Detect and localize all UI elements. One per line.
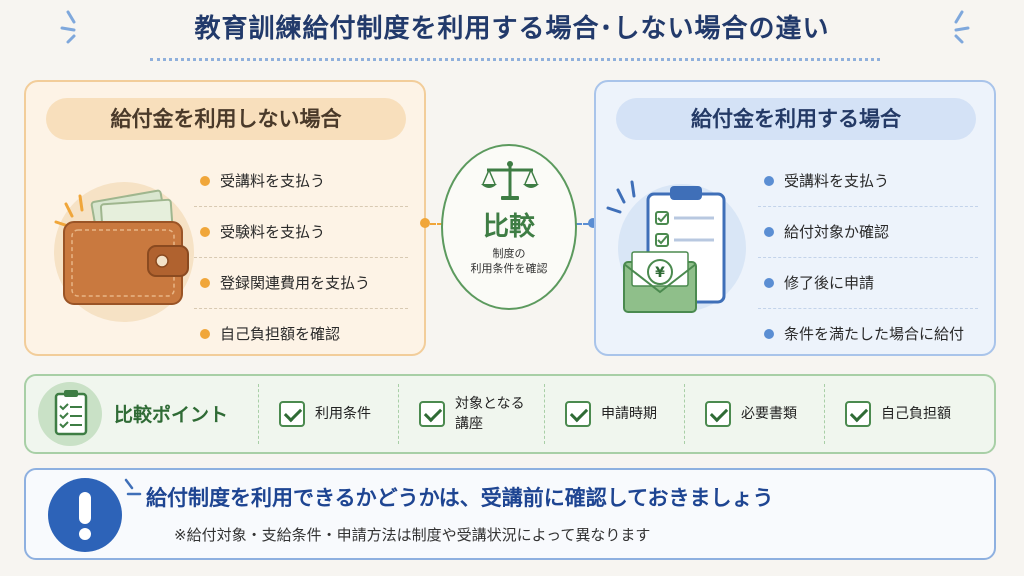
bullet-dot (764, 176, 774, 186)
with-benefit-panel: 給付金を利用する場合 ¥ 受講料を支払う 給付対象か確認 修了後に申請 条件を満… (594, 80, 996, 356)
list-item-label: 受講料を支払う (220, 172, 326, 190)
list-item: 受講料を支払う (194, 156, 408, 207)
list-item: 条件を満たした場合に給付 (758, 309, 978, 360)
point-label: 自己負担額 (881, 384, 951, 444)
list-item-label: 給付対象か確認 (784, 223, 890, 241)
bullet-dot (764, 329, 774, 339)
left-connector (423, 223, 443, 225)
with-benefit-header: 給付金を利用する場合 (616, 98, 976, 140)
check-icon (279, 401, 305, 427)
check-icon (845, 401, 871, 427)
compare-subtitle: 制度の 利用条件を確認 (443, 246, 575, 276)
no-benefit-list: 受講料を支払う 受験料を支払う 登録関連費用を支払う 自己負担額を確認 (194, 156, 408, 360)
compare-subtitle-line1: 制度の (492, 247, 526, 260)
point-label-line1: 申請時期 (601, 406, 657, 422)
list-item: 登録関連費用を支払う (194, 258, 408, 309)
sparkle-left-icon (60, 10, 76, 44)
list-item-label: 受講料を支払う (784, 172, 890, 190)
point-item-timing: 申請時期 (544, 384, 684, 444)
list-item: 給付対象か確認 (758, 207, 978, 258)
point-label-line1: 自己負担額 (881, 406, 951, 422)
point-label-line1: 対象となる (455, 396, 525, 412)
point-label: 対象となる講座 (455, 384, 525, 444)
title-divider (150, 58, 880, 61)
compare-subtitle-line2: 利用条件を確認 (470, 262, 548, 275)
bullet-dot (200, 329, 210, 339)
list-item-label: 受験料を支払う (220, 223, 326, 241)
check-icon (705, 401, 731, 427)
note-main-text: 給付制度を利用できるかどうかは、受講前に確認しておきましょう (146, 486, 774, 510)
right-connector-dot (588, 218, 598, 228)
bullet-dot (764, 278, 774, 288)
left-connector-dot (420, 218, 430, 228)
bullet-dot (200, 227, 210, 237)
point-label: 利用条件 (315, 384, 371, 444)
point-item-courses: 対象となる講座 (398, 384, 544, 444)
list-item: 修了後に申請 (758, 258, 978, 309)
list-item-label: 修了後に申請 (784, 274, 875, 292)
point-label-line2: 講座 (455, 416, 483, 432)
comparison-points-bar: 比較ポイント 利用条件 対象となる講座 申請時期 必要書類 自己負担額 (24, 374, 996, 454)
compare-badge: 比較 制度の 利用条件を確認 (441, 144, 577, 310)
bullet-dot (764, 227, 774, 237)
point-item-documents: 必要書類 (684, 384, 824, 444)
list-item: 受験料を支払う (194, 207, 408, 258)
wallet-icon (54, 182, 194, 322)
point-item-self-pay: 自己負担額 (824, 384, 992, 444)
list-item-label: 登録関連費用を支払う (220, 274, 371, 292)
check-icon (565, 401, 591, 427)
exclamation-icon (48, 478, 122, 552)
emphasis-lines-icon (124, 478, 142, 496)
page-title: 教育訓練給付制度を利用する場合･しない場合の違い (194, 14, 830, 44)
scale-icon (481, 161, 539, 200)
note-panel: 給付制度を利用できるかどうかは、受講前に確認しておきましょう ※給付対象・支給条… (24, 468, 996, 560)
sparkle-right-icon (954, 10, 970, 44)
right-connector (576, 223, 596, 225)
point-item-conditions: 利用条件 (258, 384, 398, 444)
compare-title: 比較 (482, 212, 535, 242)
bullet-dot (200, 278, 210, 288)
point-label: 申請時期 (601, 384, 657, 444)
no-benefit-panel: 給付金を利用しない場合 受講料を支払う 受験料を支払う 登録関連費用を支払う 自… (24, 80, 426, 356)
bullet-dot (200, 176, 210, 186)
list-item: 受講料を支払う (758, 156, 978, 207)
check-icon (419, 401, 445, 427)
clipboard-icon: ¥ (606, 180, 746, 313)
list-item-label: 自己負担額を確認 (220, 325, 341, 343)
point-label-line1: 利用条件 (315, 406, 371, 422)
checklist-icon (38, 382, 102, 446)
list-item: 自己負担額を確認 (194, 309, 408, 360)
note-sub-text: ※給付対象・支給条件・申請方法は制度や受講状況によって異なります (174, 526, 651, 544)
points-title: 比較ポイント (114, 404, 229, 426)
point-label: 必要書類 (741, 384, 797, 444)
no-benefit-header: 給付金を利用しない場合 (46, 98, 406, 140)
with-benefit-list: 受講料を支払う 給付対象か確認 修了後に申請 条件を満たした場合に給付 (758, 156, 978, 360)
point-label-line1: 必要書類 (741, 406, 797, 422)
yen-symbol: ¥ (655, 265, 665, 281)
list-item-label: 条件を満たした場合に給付 (784, 325, 965, 343)
